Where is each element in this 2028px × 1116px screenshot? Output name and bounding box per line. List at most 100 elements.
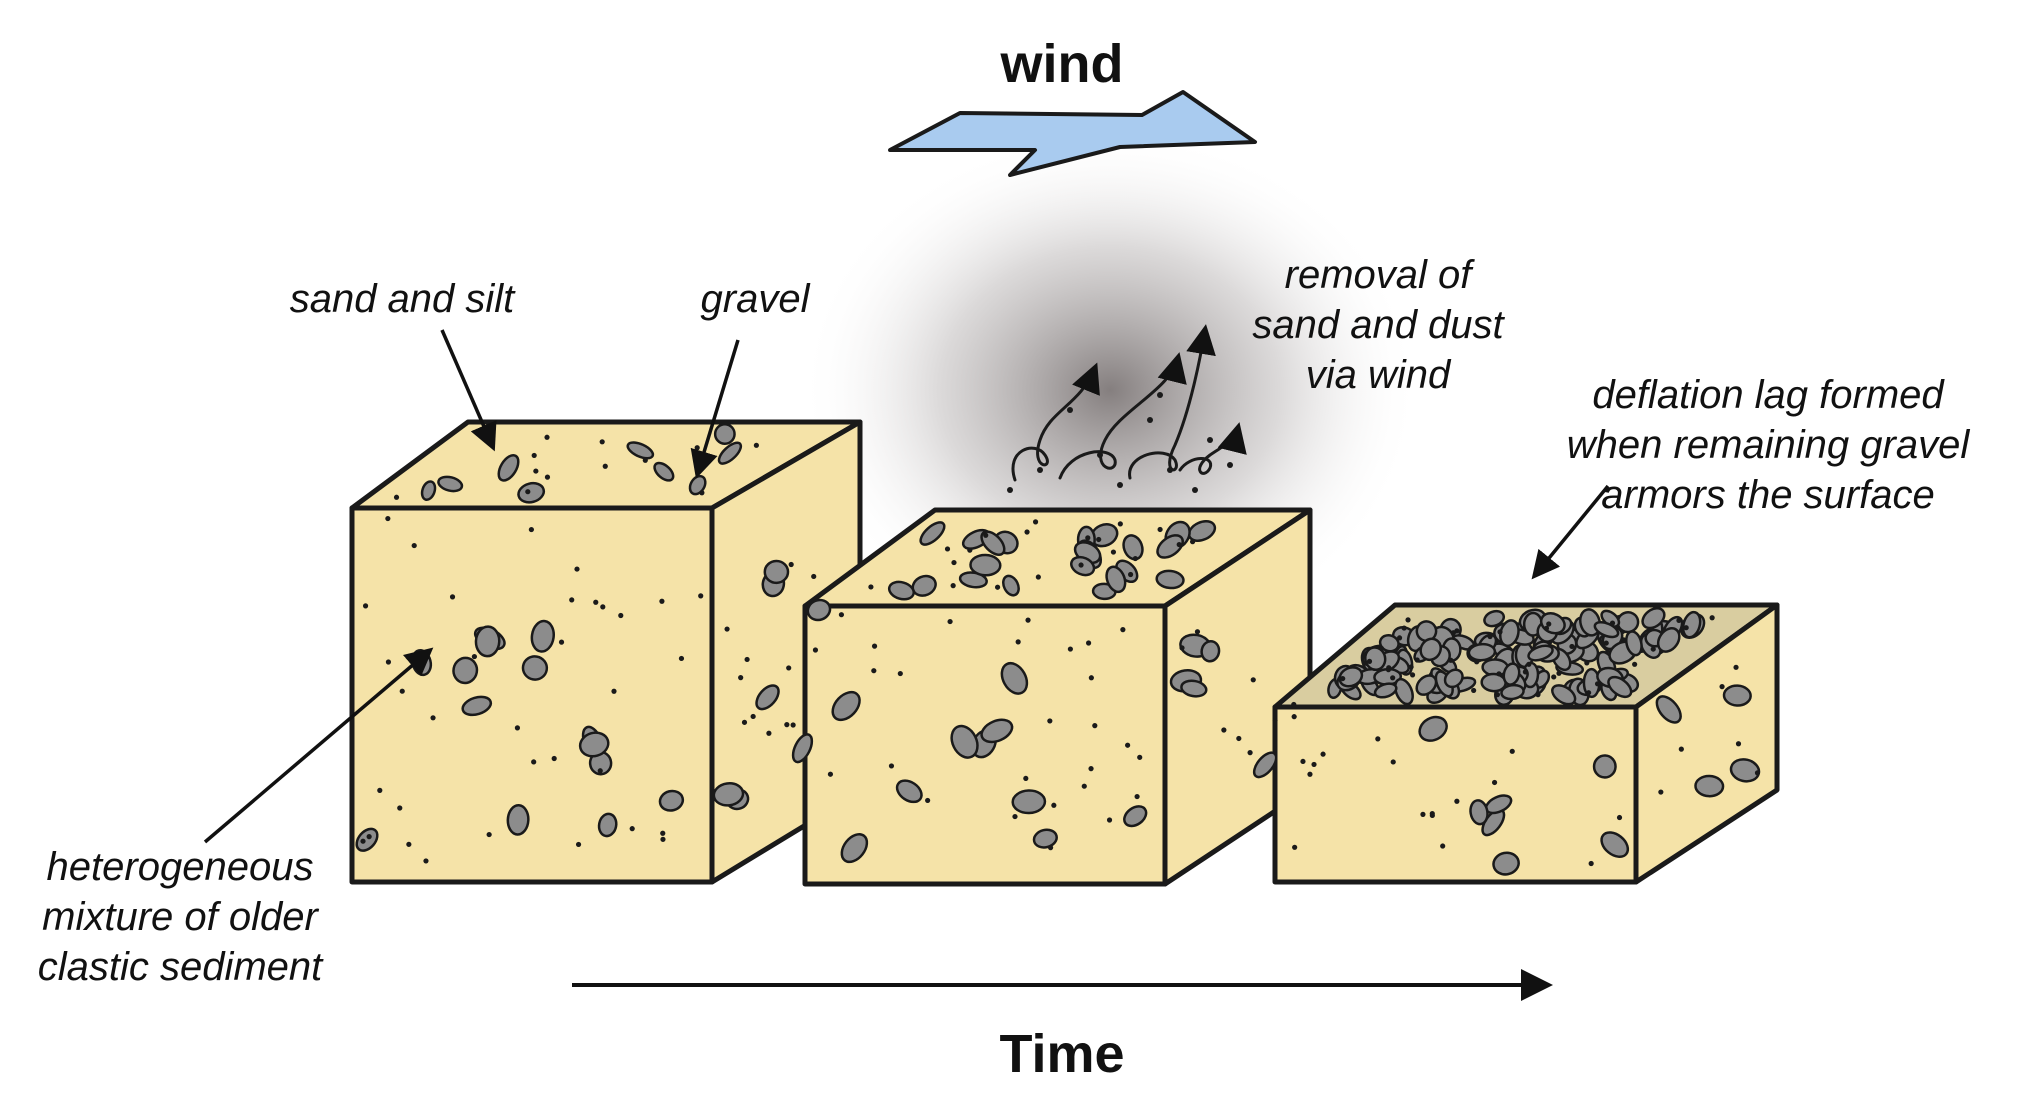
- gravel-pebble: [1252, 751, 1278, 779]
- sand-grain: [1035, 574, 1041, 580]
- gravel-pebble: [355, 827, 379, 852]
- gravel-pebble: [521, 655, 549, 681]
- sand-grain: [600, 604, 606, 610]
- sand-grain: [1396, 635, 1403, 641]
- label-sand-silt: sand and silt: [290, 277, 516, 321]
- sand-grain: [741, 719, 748, 725]
- sand-grain: [838, 612, 845, 618]
- gravel-pebble: [658, 789, 685, 812]
- sand-grain: [1719, 683, 1725, 690]
- gravel-pebble: [1415, 674, 1438, 696]
- sand-grain: [1127, 571, 1134, 578]
- sand-grain: [678, 655, 685, 662]
- gravel-pebble: [1393, 677, 1414, 706]
- gravel-pebble: [950, 724, 979, 759]
- sand-grain: [1556, 670, 1562, 676]
- sand-grain: [377, 787, 383, 793]
- sand-grain: [1015, 639, 1021, 645]
- sand-grain: [868, 584, 874, 590]
- sand-grain: [1137, 754, 1143, 760]
- sand-grain: [1134, 793, 1140, 800]
- gravel-pebble: [461, 695, 493, 717]
- sand-grain: [1603, 640, 1609, 646]
- label-removal-line3: via wind: [1306, 353, 1452, 397]
- sand-grain: [1650, 646, 1656, 652]
- label-heterogeneous-line1: heterogeneous: [47, 845, 314, 889]
- sand-grain: [1594, 681, 1601, 687]
- sand-grain: [1385, 667, 1392, 673]
- gravel-pebble: [1722, 684, 1752, 707]
- sand-grain: [1586, 690, 1592, 696]
- gravel-pebble: [578, 731, 610, 758]
- sand-grain: [1709, 615, 1715, 621]
- label-deflation-line2: when remaining gravel: [1567, 423, 1971, 467]
- pointer-deflation: [1531, 484, 1610, 580]
- gravel-pebble: [1443, 668, 1464, 689]
- sand-grain: [406, 841, 412, 847]
- sand-grain: [397, 805, 403, 811]
- gravel-pebble: [980, 718, 1014, 744]
- sand-grain: [1320, 751, 1326, 757]
- sand-grain: [1474, 659, 1480, 665]
- sand-grain: [366, 834, 372, 840]
- sand-grain: [1454, 798, 1460, 804]
- sand-grain: [360, 838, 366, 844]
- sand-grain: [983, 532, 989, 538]
- gravel-pebble: [1641, 607, 1666, 630]
- sand-grain: [1088, 766, 1094, 772]
- gravel-pebble: [1467, 642, 1497, 662]
- gravel-pebble: [1625, 630, 1643, 657]
- sand-grain: [750, 713, 756, 720]
- sand-grain: [1025, 617, 1031, 623]
- sand-grain: [393, 494, 400, 500]
- sand-grain: [569, 597, 575, 603]
- sand-grain: [1535, 692, 1541, 698]
- sand-grain: [947, 618, 953, 625]
- sand-grain: [897, 670, 903, 677]
- label-deflation-line3: armors the surface: [1601, 473, 1934, 517]
- sand-grain: [784, 722, 790, 728]
- sand-grain: [575, 841, 582, 848]
- sand-grain: [385, 659, 392, 665]
- sand-grain: [871, 643, 878, 649]
- gravel-pebble: [1180, 679, 1208, 698]
- sand-grain: [1023, 775, 1029, 782]
- sand-grain: [1754, 770, 1761, 776]
- sand-grain: [618, 612, 624, 619]
- gravel-pebble: [791, 733, 814, 764]
- gravel-pebble: [1607, 675, 1633, 699]
- sand-grain: [1526, 661, 1532, 667]
- gravel-pebble: [1364, 646, 1387, 672]
- gravel-pebble: [1002, 574, 1020, 597]
- label-deflation: deflation lag formed when remaining grav…: [1567, 373, 1971, 517]
- sand-grain: [1390, 675, 1396, 681]
- sand-grain: [1491, 779, 1498, 786]
- sand-grain: [551, 755, 557, 762]
- sand-grain: [1497, 629, 1503, 635]
- gravel-pebble: [1011, 789, 1047, 815]
- sand-grain: [1236, 735, 1242, 742]
- swirl-4: [1178, 422, 1247, 475]
- sand-grain: [611, 688, 617, 694]
- sediment-grains: [355, 422, 1761, 876]
- dust-particles: [1007, 392, 1233, 493]
- sand-grain: [1509, 748, 1515, 754]
- sand-grain: [1683, 625, 1689, 631]
- sand-grain: [1291, 714, 1297, 720]
- sand-grain: [1194, 629, 1201, 635]
- sand-grain: [1012, 813, 1018, 820]
- sand-grain: [385, 515, 391, 522]
- gravel-pebble: [597, 812, 618, 838]
- gravel-pebble: [1551, 684, 1577, 706]
- gravel-pebble: [1338, 666, 1364, 688]
- sand-grain: [423, 858, 429, 864]
- gravel-pebble: [1105, 565, 1127, 594]
- sand-grain: [1588, 860, 1594, 867]
- sand-grain: [1047, 718, 1053, 724]
- label-heterogeneous: heterogeneous mixture of older clastic s…: [38, 845, 324, 989]
- sand-grain: [411, 542, 417, 549]
- sand-grain: [660, 836, 666, 842]
- sand-grain: [812, 647, 819, 653]
- gravel-pebble: [712, 782, 745, 807]
